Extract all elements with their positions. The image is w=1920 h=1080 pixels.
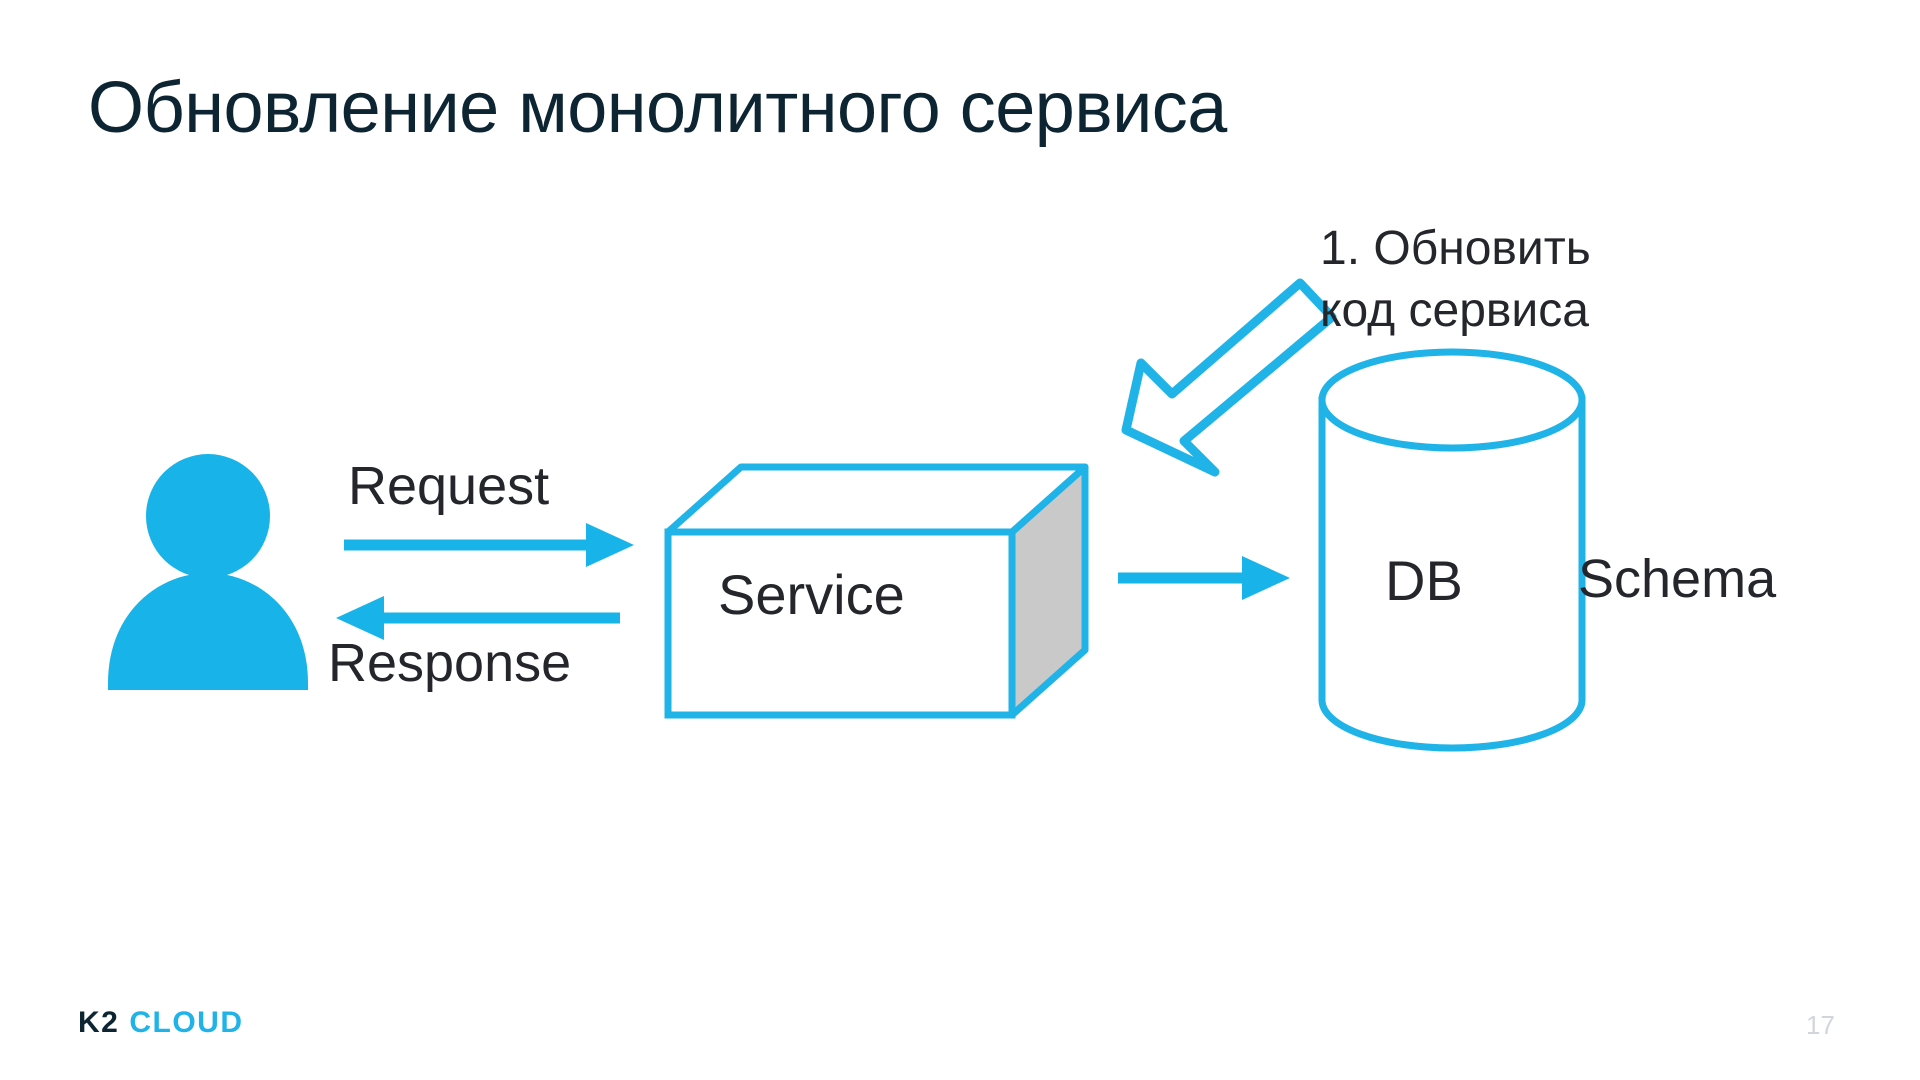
request-arrow (344, 523, 634, 567)
db-label: DB (1385, 549, 1463, 612)
logo-k2-text: K2 (78, 1006, 120, 1039)
schema-label: Schema (1578, 549, 1777, 609)
response-label: Response (328, 633, 572, 693)
update-callout-text: 1. Обновить код сервиса (1320, 218, 1591, 343)
page-title: Обновление монолитного сервиса (88, 68, 1227, 148)
service-box (664, 463, 1089, 719)
logo-cloud-text: CLOUD (129, 1006, 244, 1039)
response-arrow (336, 596, 620, 640)
update-callout-line-1: 1. Обновить (1320, 222, 1591, 275)
k2-cloud-logo: K2 CLOUD (78, 1006, 244, 1040)
person-icon (108, 454, 308, 690)
db-cylinder (1318, 348, 1586, 752)
service-to-db-arrow (1118, 556, 1290, 600)
update-callout-arrow (1121, 278, 1337, 477)
service-label: Service (718, 563, 905, 626)
page-number: 17 (1806, 1010, 1835, 1040)
update-callout-line-2: код сервиса (1320, 284, 1589, 338)
request-label: Request (348, 456, 550, 516)
